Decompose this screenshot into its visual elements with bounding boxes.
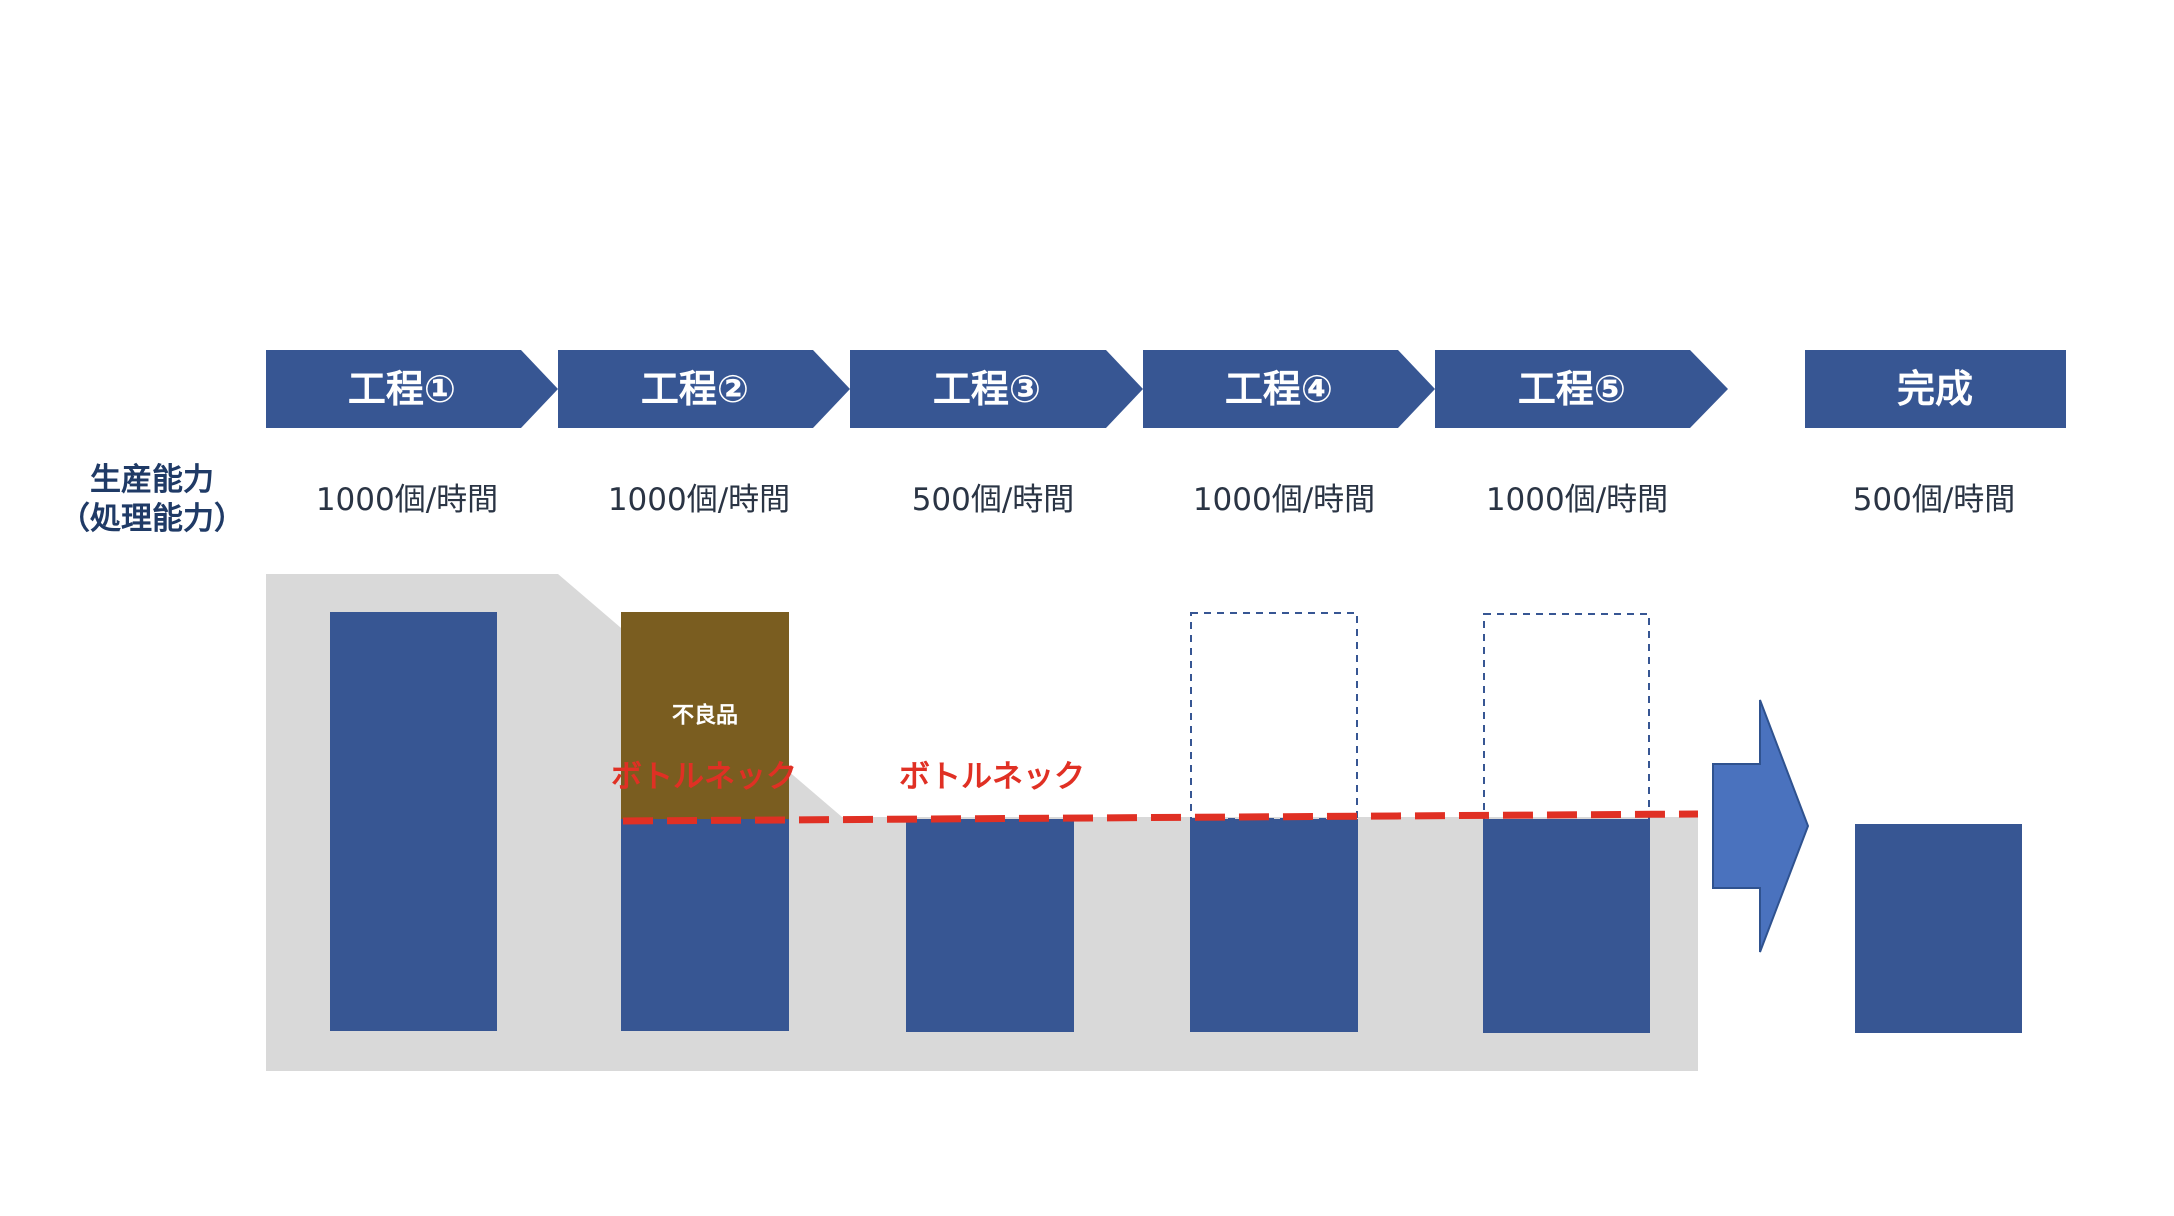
capacity-label-2: 1000個/時間 (608, 482, 790, 518)
idle-capacity-box-5 (1483, 613, 1650, 821)
step-label: 工程③ (933, 367, 1041, 411)
capacity-bar-5 (1483, 819, 1650, 1033)
capacity-bar-1 (330, 612, 497, 1031)
step-label: 工程④ (1225, 367, 1333, 411)
capacity-label-5: 1000個/時間 (1486, 482, 1668, 518)
step-chevron-1: 工程① (266, 350, 558, 428)
step-chevron-5: 工程⑤ (1435, 350, 1728, 428)
step-chevron-2: 工程② (558, 350, 850, 428)
capacity-bar-3 (906, 819, 1074, 1032)
capacity-bar-4 (1190, 819, 1358, 1032)
output-arrow (1712, 699, 1810, 953)
row-label-line2: （処理能力） (59, 501, 245, 537)
capacity-bar-2 (621, 819, 789, 1031)
bottleneck-line (622, 810, 1699, 825)
result-capacity-label: 500個/時間 (1853, 482, 2016, 518)
bottleneck-label-1: ボトルネック (611, 759, 797, 795)
step-chevron-3: 工程③ (850, 350, 1143, 428)
defect-label: 不良品 (672, 703, 738, 729)
defect-bar (621, 612, 789, 819)
step-chevron-4: 工程④ (1143, 350, 1435, 428)
capacity-label-4: 1000個/時間 (1193, 482, 1375, 518)
step-label: 工程⑤ (1518, 367, 1626, 411)
result-label: 完成 (1897, 367, 1973, 411)
bottleneck-label-2: ボトルネック (899, 759, 1085, 795)
capacity-label-3: 500個/時間 (912, 482, 1075, 518)
result-header: 完成 (1805, 350, 2066, 428)
result-bar (1855, 824, 2022, 1033)
step-label: 工程② (641, 367, 749, 411)
idle-capacity-box-4 (1190, 612, 1358, 820)
step-label: 工程① (348, 367, 456, 411)
capacity-label-1: 1000個/時間 (316, 482, 498, 518)
row-label-line1: 生産能力 (90, 462, 214, 498)
